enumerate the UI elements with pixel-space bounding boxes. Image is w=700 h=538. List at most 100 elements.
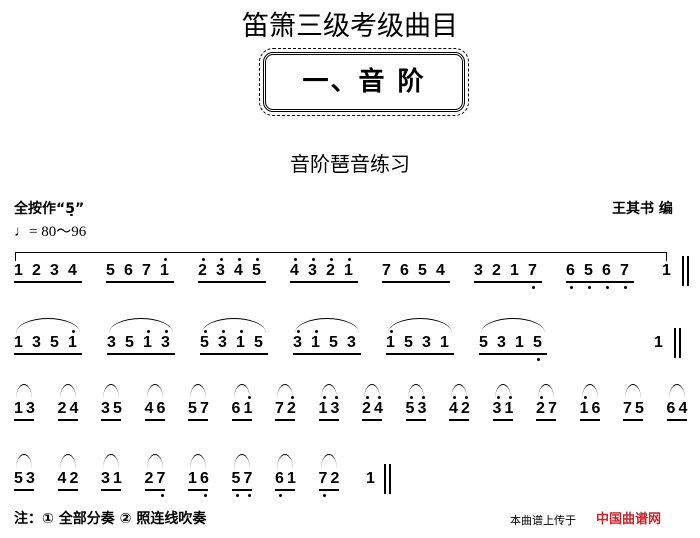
note: 3 (331, 396, 343, 418)
note: 1 (68, 330, 86, 352)
note: 3 (101, 400, 110, 417)
note: 5 (584, 262, 602, 289)
note: 4 (69, 400, 79, 417)
note: 1 (113, 470, 122, 487)
note: 5 (406, 396, 418, 418)
note: 3 (422, 334, 431, 351)
note: 4 (449, 396, 461, 418)
note: 7 (548, 400, 557, 417)
note: 7 (244, 470, 256, 497)
note: 2 (32, 262, 41, 279)
note: 2 (69, 470, 79, 487)
note: 3 (218, 330, 236, 352)
note: 3 (308, 258, 326, 280)
note: 6 (602, 262, 620, 289)
note: 1 (580, 396, 592, 418)
upload-credit: 本曲谱上传于 (510, 514, 576, 527)
note: 5 (125, 334, 134, 351)
note: 3 (474, 262, 483, 279)
note: 6 (666, 400, 676, 417)
note: 5 (14, 470, 23, 487)
end-barline (682, 256, 684, 286)
note: 6 (566, 262, 584, 289)
note: 4 (234, 258, 252, 280)
note: 3 (497, 334, 506, 351)
end-barline (384, 464, 386, 494)
note: 7 (319, 470, 331, 497)
note: 1 (515, 334, 524, 351)
arranger: 王其书 编 (612, 201, 673, 217)
note: 2 (198, 258, 216, 280)
note: 7 (382, 262, 391, 279)
end-barline (674, 328, 676, 358)
note: 5 (50, 334, 59, 351)
note: 3 (26, 400, 35, 417)
note: 4 (436, 262, 445, 279)
note: 5 (479, 334, 488, 351)
subtitle: 音阶琶音练习 (290, 152, 410, 176)
note: 7 (623, 400, 632, 417)
note: 4 (374, 396, 386, 418)
note: 3 (107, 334, 116, 351)
note: 5 (418, 262, 427, 279)
note: 1 (505, 396, 517, 418)
note: 2 (536, 396, 548, 418)
note: 4 (144, 400, 154, 417)
final-note: 1 (366, 470, 375, 487)
note: 4 (68, 262, 77, 279)
final-note: 1 (662, 262, 671, 279)
note: 2 (326, 258, 344, 280)
note: 5 (635, 400, 644, 417)
note: 7 (528, 262, 546, 289)
note: 1 (160, 258, 178, 280)
note: 3 (50, 262, 59, 279)
note: 3 (347, 334, 356, 351)
note: 1 (344, 258, 362, 280)
note: 1 (14, 262, 23, 279)
note: 5 (113, 400, 122, 417)
note: 1 (510, 262, 519, 279)
note: 3 (493, 396, 505, 418)
note: 5 (188, 400, 197, 417)
note: 4 (290, 258, 308, 280)
note: 6 (156, 400, 166, 417)
repeat-bracket (15, 252, 667, 261)
note: 7 (275, 400, 284, 417)
note: 7 (200, 400, 209, 417)
note: 5 (404, 334, 413, 351)
note: 3 (26, 470, 35, 487)
note: 4 (57, 470, 67, 487)
note: 4 (678, 400, 688, 417)
note: 1 (440, 334, 449, 351)
note: 2 (461, 396, 473, 418)
section-heading: 一、音 阶 (259, 48, 469, 116)
note: 3 (32, 334, 41, 351)
note: 5 (106, 262, 115, 279)
note: 1 (244, 396, 256, 418)
tempo-marking: ♩= 80～96 (14, 224, 87, 240)
note: 6 (591, 400, 601, 417)
